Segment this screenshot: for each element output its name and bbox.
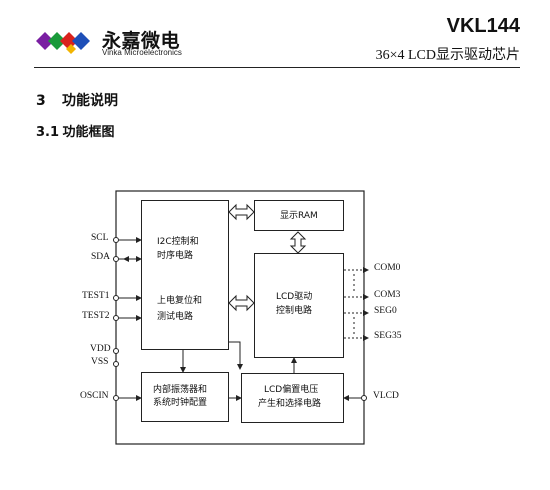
lcd-driver-label-2: 控制电路 (276, 306, 313, 316)
i2c-control-block (141, 200, 229, 350)
product-name: VKL144 (446, 15, 520, 37)
logo-diamond-red (60, 32, 78, 50)
pin-label-test1: TEST1 (82, 291, 110, 301)
subsection-title: 功能框图 (62, 125, 115, 140)
pin-label-scl: SCL (91, 233, 109, 243)
vlcd-pin-dot (361, 395, 367, 401)
oscillator-block (141, 372, 229, 422)
pin-label-seg0: SEG0 (374, 306, 397, 316)
logo-diamonds-icon (36, 32, 90, 54)
brand-name-en: Vinka Microelectronics (102, 48, 182, 57)
section-number: 3 (36, 93, 46, 109)
logo-diamond-green (48, 32, 66, 50)
pin-label-seg35: SEG35 (374, 331, 402, 341)
lcd-driver-block (254, 253, 344, 358)
com-seg-output-lines (344, 267, 369, 341)
pin-label-com3: COM3 (374, 290, 401, 300)
pin-label-oscin: OSCIN (80, 391, 109, 401)
display-ram-block (254, 200, 344, 231)
display-ram-label: 显示RAM (280, 211, 318, 221)
oscin-pin-dot (113, 395, 119, 401)
header-divider (34, 67, 520, 68)
pin-label-vss: VSS (91, 357, 109, 367)
lcd-driver-label-1: LCD驱动 (276, 292, 313, 302)
pin-label-com0: COM0 (374, 263, 401, 273)
logo-diamond-blue (72, 32, 90, 50)
vss-pin-dot (113, 361, 119, 367)
oscillator-label-2: 系统时钟配置 (153, 398, 208, 408)
reset-lcd-double-arrow (228, 294, 255, 312)
brand-name-cn: 永嘉微电 (102, 30, 181, 52)
subsection-heading: 3.1 功能框图 (36, 121, 115, 140)
lcd-bias-block (241, 373, 344, 423)
pin-label-vlcd: VLCD (373, 391, 399, 401)
scl-pin-dot (113, 237, 119, 243)
reset-block-label-1: 上电复位和 (157, 296, 203, 306)
logo-diamond-purple (36, 32, 54, 50)
logo-diamond-yellow (66, 44, 76, 54)
section-title: 功能说明 (62, 93, 118, 109)
i2c-block-label-1: I2C控制和 (157, 237, 199, 247)
test2-pin-dot (113, 315, 119, 321)
pin-label-sda: SDA (91, 252, 111, 262)
oscillator-label-1: 内部振荡器和 (153, 385, 208, 395)
vdd-pin-dot (113, 348, 119, 354)
product-subtitle: 36×4 LCD显示驱动芯片 (375, 48, 520, 63)
i2c-block-label-2: 时序电路 (157, 251, 194, 261)
pin-label-vdd: VDD (90, 344, 111, 354)
pin-label-test2: TEST2 (82, 311, 110, 321)
subsection-number: 3.1 (36, 125, 60, 140)
company-logo: 永嘉微电 Vinka Microelectronics (34, 24, 182, 58)
test1-pin-dot (113, 295, 119, 301)
i2c-ram-double-arrow (228, 203, 255, 221)
section-heading: 3 功能说明 (36, 90, 118, 110)
reset-block-label-2: 测试电路 (157, 312, 194, 322)
ram-lcd-double-arrow (289, 231, 307, 254)
lcd-bias-label-2: 产生和选择电路 (258, 399, 322, 409)
lcd-bias-label-1: LCD偏置电压 (264, 385, 319, 395)
sda-pin-dot (113, 256, 119, 262)
